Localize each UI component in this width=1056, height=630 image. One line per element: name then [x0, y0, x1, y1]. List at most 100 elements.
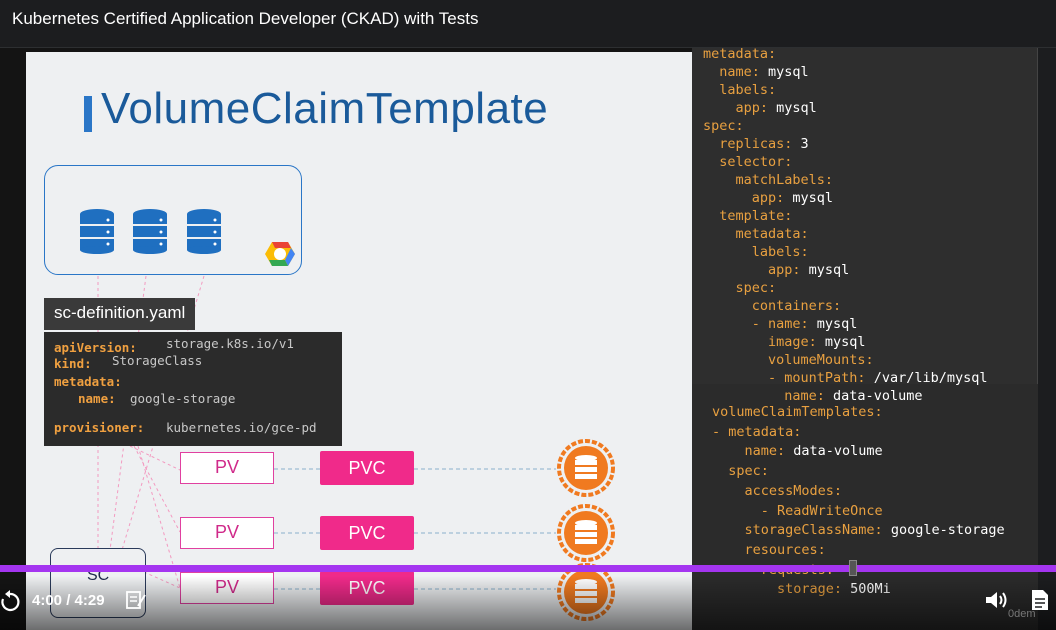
lecture-slide: VolumeClaimTemplate sc-definition.yaml — [26, 52, 692, 630]
code-line: app: mysql — [703, 262, 849, 278]
right-edge-strip — [1038, 48, 1056, 630]
code-line: image: mysql — [703, 334, 866, 350]
code-value: mysql — [800, 262, 850, 278]
code-line: resources: — [712, 542, 826, 558]
yaml-value: google-storage — [130, 391, 236, 406]
course-title: Kubernetes Certified Application Develop… — [12, 9, 479, 28]
code-line: - name: mysql — [703, 316, 858, 332]
code-line: template: — [703, 208, 792, 224]
slide-title: VolumeClaimTemplate — [101, 84, 549, 133]
code-line: spec: — [703, 118, 744, 134]
code-key: volumeClaimTemplates: — [712, 404, 883, 420]
code-line: - ReadWriteOnce — [712, 503, 883, 519]
pv-box: PV — [180, 452, 274, 484]
pvc-box: PVC — [320, 516, 414, 550]
code-value: 3 — [792, 136, 809, 152]
code-key: resources: — [712, 541, 826, 558]
code-key: name: — [703, 388, 825, 404]
code-line: volumeClaimTemplates: — [712, 404, 883, 420]
code-value: /var/lib/mysql — [865, 370, 988, 386]
code-value: data-volume — [785, 443, 883, 460]
yaml-value: StorageClass — [112, 353, 203, 368]
time-display: 4:00 / 4:29 — [32, 592, 105, 609]
database-icon — [80, 209, 114, 254]
yaml-key: apiVersion: — [54, 340, 137, 355]
code-line: selector: — [703, 154, 792, 170]
code-key: accessModes: — [712, 482, 843, 499]
code-value: mysql — [784, 190, 834, 206]
course-header: Kubernetes Certified Application Develop… — [0, 0, 1056, 48]
code-value: data-volume — [824, 388, 923, 404]
code-value: mysql — [808, 316, 858, 332]
code-key: spec: — [712, 463, 769, 480]
transcript-icon[interactable] — [1031, 589, 1049, 611]
code-key: - metadata: — [712, 423, 802, 440]
code-line: - mountPath: /var/lib/mysql — [703, 370, 987, 386]
title-accent-bar — [84, 96, 92, 132]
code-line: spec: — [703, 280, 777, 296]
code-line: spec: — [712, 463, 769, 479]
code-line: labels: — [703, 244, 809, 260]
yaml-value: kubernetes.io/gce-pd — [166, 420, 317, 435]
code-line: replicas: 3 — [703, 136, 809, 152]
rewind-icon[interactable] — [0, 590, 20, 612]
code-key: spec: — [703, 280, 777, 296]
code-line: - metadata: — [712, 424, 801, 440]
code-line: matchLabels: — [703, 172, 834, 188]
google-cloud-icon — [265, 242, 295, 266]
code-line: metadata: — [703, 46, 776, 62]
code-key: template: — [703, 208, 793, 224]
code-key: selector: — [703, 154, 793, 170]
code-value: mysql — [759, 64, 809, 80]
video-player[interactable]: VolumeClaimTemplate sc-definition.yaml — [0, 46, 1056, 630]
code-value: mysql — [816, 334, 866, 350]
code-line: volumeMounts: — [703, 352, 874, 368]
yaml-value: storage.k8s.io/v1 — [166, 336, 294, 351]
code-key: storageClassName: — [712, 522, 883, 539]
disk-icon — [557, 504, 615, 562]
code-value: google-storage — [882, 522, 1005, 539]
code-line: metadata: — [703, 226, 809, 242]
code-line: name: mysql — [703, 64, 809, 80]
code-key: volumeMounts: — [703, 352, 874, 368]
code-key: name: — [703, 64, 760, 80]
code-key: app: — [703, 262, 801, 278]
cloud-storage-box — [44, 165, 302, 275]
pvc-box: PVC — [320, 451, 414, 485]
disk-icon — [557, 439, 615, 497]
volume-icon[interactable] — [985, 590, 1009, 610]
yaml-key: metadata: — [54, 374, 122, 389]
code-line: name: data-volume — [703, 388, 922, 404]
code-key: spec: — [703, 118, 744, 134]
progress-bar[interactable] — [0, 565, 1056, 572]
code-key: containers: — [703, 298, 842, 314]
code-key: metadata: — [703, 46, 777, 62]
code-key: labels: — [703, 82, 777, 98]
code-key: image: — [703, 334, 817, 350]
code-key: name: — [712, 443, 786, 460]
watermark: 0dem — [1008, 608, 1036, 620]
yaml-key: provisioner: — [54, 420, 145, 435]
code-key: metadata: — [703, 226, 809, 242]
progress-handle[interactable] — [849, 560, 857, 576]
yaml-key: name: — [78, 391, 116, 406]
code-key: labels: — [703, 244, 809, 260]
code-line: app: mysql — [703, 100, 817, 116]
code-line: containers: — [703, 298, 841, 314]
code-key: - ReadWriteOnce — [712, 502, 883, 519]
code-key: app: — [703, 100, 769, 116]
code-key: replicas: — [703, 136, 793, 152]
yaml-code-box: apiVersion: storage.k8s.io/v1 kind: Stor… — [44, 332, 342, 446]
yaml-file-tab: sc-definition.yaml — [44, 298, 196, 330]
code-line: accessModes: — [712, 482, 843, 499]
code-value: mysql — [768, 100, 817, 116]
code-line: storageClassName: google-storage — [712, 522, 1005, 538]
code-key: app: — [703, 190, 785, 206]
code-panel: metadata: name: mysql labels: app: mysql… — [692, 46, 1038, 630]
notes-icon[interactable] — [126, 591, 146, 609]
player-controls — [0, 576, 1056, 630]
code-line: labels: — [703, 82, 776, 98]
code-line: name: data-volume — [712, 443, 883, 459]
yaml-key: kind: — [54, 356, 92, 371]
statefulset-code-block: metadata: name: mysql labels: app: mysql… — [692, 46, 1038, 404]
